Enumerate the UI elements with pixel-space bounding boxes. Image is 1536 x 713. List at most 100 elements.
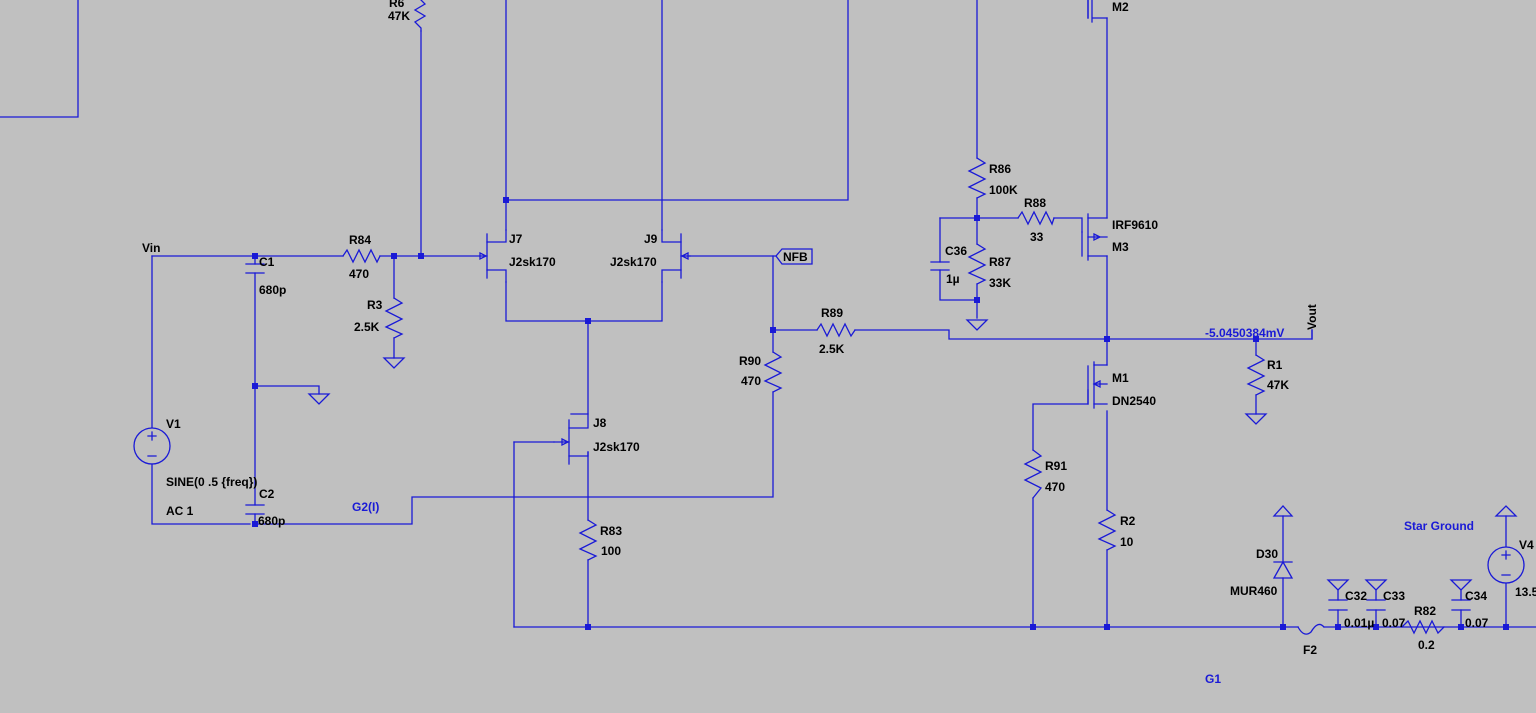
j9-name: J9 xyxy=(644,232,658,246)
c1-value: 680p xyxy=(259,283,286,297)
voltage-source-v4[interactable] xyxy=(1487,505,1525,584)
junctions xyxy=(252,197,1509,630)
capacitor-c33[interactable] xyxy=(1364,579,1388,611)
fuse-f2[interactable] xyxy=(1297,623,1325,635)
resistor-r87[interactable] xyxy=(967,243,987,285)
ground-r87 xyxy=(965,319,989,331)
m3-name: M3 xyxy=(1112,240,1129,254)
ground-cap-mid xyxy=(307,393,331,405)
nfb-label: NFB xyxy=(783,250,808,264)
resistor-r84[interactable] xyxy=(342,248,381,264)
g1-net-label: G1 xyxy=(1205,672,1221,686)
r2-name: R2 xyxy=(1120,514,1136,528)
resistor-r90[interactable] xyxy=(763,351,783,393)
r84-value: 470 xyxy=(349,267,369,281)
diode-d30[interactable] xyxy=(1272,505,1294,579)
c34-value: 0.07 xyxy=(1465,616,1489,630)
v1-ac: AC 1 xyxy=(166,504,194,518)
resistor-r1[interactable] xyxy=(1246,354,1266,396)
star-ground-label: Star Ground xyxy=(1404,519,1474,533)
r89-name: R89 xyxy=(821,306,843,320)
voltage-source-v1[interactable] xyxy=(133,427,171,465)
resistor-r6[interactable] xyxy=(413,0,427,32)
r83-name: R83 xyxy=(600,524,622,538)
resistor-r91[interactable] xyxy=(1023,449,1043,499)
c32-value: 0.01µ xyxy=(1344,616,1374,630)
r90-value: 470 xyxy=(741,374,761,388)
c33-name: C33 xyxy=(1383,589,1405,603)
resistor-r82[interactable] xyxy=(1401,619,1445,635)
r88-value: 33 xyxy=(1030,230,1044,244)
resistor-r89[interactable] xyxy=(816,322,856,338)
nfb-net-flag[interactable] xyxy=(775,248,813,265)
r86-name: R86 xyxy=(989,162,1011,176)
capacitor-c36[interactable] xyxy=(930,261,950,271)
c34-name: C34 xyxy=(1465,589,1487,603)
v4-name: V4 xyxy=(1519,538,1534,552)
j7-value: J2sk170 xyxy=(509,255,556,269)
j9-value: J2sk170 xyxy=(610,255,657,269)
capacitor-c32[interactable] xyxy=(1326,579,1350,611)
resistor-r2[interactable] xyxy=(1097,509,1117,551)
vout-voltage-reading: -5.0450384mV xyxy=(1205,326,1284,340)
resistor-r88[interactable] xyxy=(1017,210,1055,226)
mosfet-m3[interactable] xyxy=(1081,213,1108,261)
r1-name: R1 xyxy=(1267,358,1283,372)
c32-name: C32 xyxy=(1345,589,1367,603)
m3-value: IRF9610 xyxy=(1112,218,1158,232)
resistor-r3[interactable] xyxy=(384,297,404,339)
c36-value: 1µ xyxy=(946,272,960,286)
j8-name: J8 xyxy=(593,416,607,430)
j8-value: J2sk170 xyxy=(593,440,640,454)
c33-value: 0.07 xyxy=(1382,616,1406,630)
c1-name: C1 xyxy=(259,255,275,269)
r82-value: 0.2 xyxy=(1418,638,1435,652)
jfet-j7[interactable] xyxy=(479,229,507,283)
vin-label: Vin xyxy=(142,241,160,255)
r91-value: 470 xyxy=(1045,480,1065,494)
d30-value: MUR460 xyxy=(1230,584,1278,598)
v4-value: 13.5 xyxy=(1515,585,1536,599)
m1-value: DN2540 xyxy=(1112,394,1156,408)
r84-name: R84 xyxy=(349,233,371,247)
c2-value: 680p xyxy=(258,514,285,528)
f2-name: F2 xyxy=(1303,643,1317,657)
r1-value: 47K xyxy=(1267,378,1289,392)
capacitor-c34[interactable] xyxy=(1449,579,1473,611)
r82-name: R82 xyxy=(1414,604,1436,618)
r3-value: 2.5K xyxy=(354,320,380,334)
r91-name: R91 xyxy=(1045,459,1067,473)
m2-name: M2 xyxy=(1112,0,1129,14)
r87-name: R87 xyxy=(989,255,1011,269)
j7-name: J7 xyxy=(509,232,523,246)
r88-name: R88 xyxy=(1024,196,1046,210)
d30-name: D30 xyxy=(1256,547,1278,561)
v1-value: SINE(0 .5 {freq}) xyxy=(166,475,257,489)
r3-name: R3 xyxy=(367,298,383,312)
mosfet-m1[interactable] xyxy=(1087,361,1108,409)
jfet-j9[interactable] xyxy=(661,229,691,283)
mosfet-m2[interactable] xyxy=(1087,0,1108,23)
labels: R6 47K Vin R84 470 C1 680p R3 2.5K J7 J2… xyxy=(142,0,1536,686)
c2-name: C2 xyxy=(259,487,275,501)
ground-r1 xyxy=(1244,413,1268,425)
resistor-r83[interactable] xyxy=(578,519,598,561)
jfet-j8[interactable] xyxy=(553,413,589,465)
resistor-r86[interactable] xyxy=(967,157,987,199)
r90-name: R90 xyxy=(739,354,761,368)
vout-label: Vout xyxy=(1305,304,1319,330)
c36-name: C36 xyxy=(945,244,967,258)
m1-name: M1 xyxy=(1112,371,1129,385)
r83-value: 100 xyxy=(601,544,621,558)
r6-value: 47K xyxy=(388,9,410,23)
r89-value: 2.5K xyxy=(819,342,845,356)
v1-name: V1 xyxy=(166,417,181,431)
r6-name: R6 xyxy=(389,0,405,10)
capacitor-c1[interactable] xyxy=(245,263,265,274)
g2-net-label: G2(I) xyxy=(352,500,379,514)
r2-value: 10 xyxy=(1120,535,1134,549)
capacitor-c2[interactable] xyxy=(245,504,265,515)
ground-r3 xyxy=(382,357,406,369)
r86-value: 100K xyxy=(989,183,1018,197)
